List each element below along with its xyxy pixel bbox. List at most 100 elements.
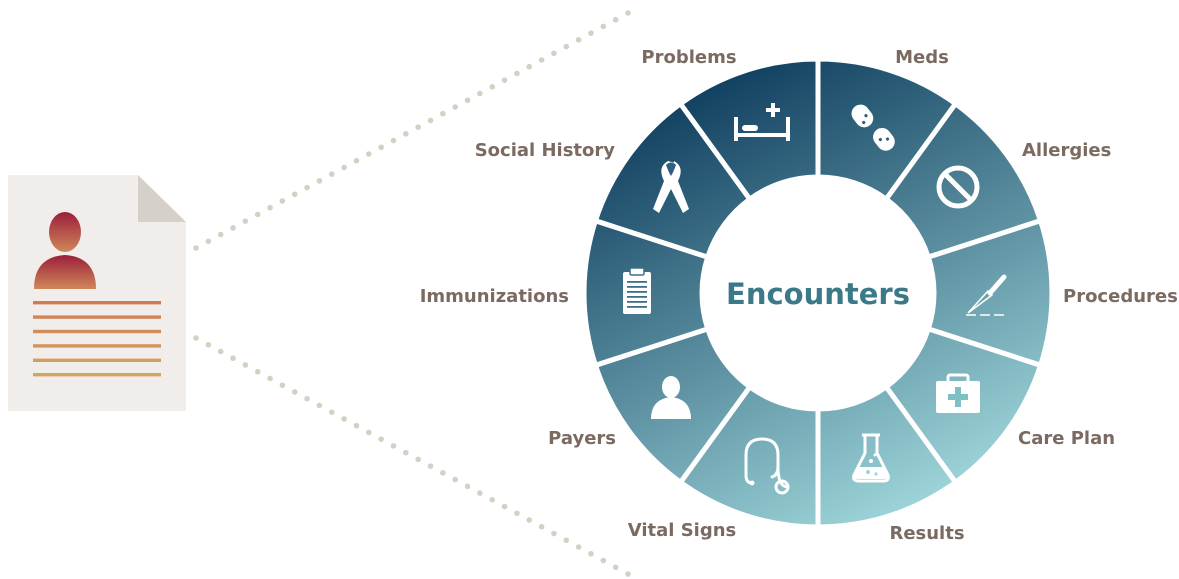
connector-dot [316, 178, 323, 184]
connector-dot [551, 530, 557, 537]
connector-dot [242, 362, 249, 368]
connector-dot [217, 231, 224, 238]
connector-dot [588, 550, 594, 557]
segment-label-immunizations: Immunizations [420, 286, 569, 307]
connector-dot [267, 375, 273, 382]
connector-dot [193, 245, 199, 251]
document-line [33, 344, 161, 348]
connector-dot [353, 422, 360, 429]
segment-label-problems: Problems [641, 47, 736, 68]
pills-icon [851, 104, 895, 151]
connector-dot [625, 571, 631, 577]
document-line [33, 301, 161, 305]
connector-dot [600, 557, 607, 564]
connector-dot [279, 198, 286, 204]
connector-dot [304, 184, 310, 191]
document-text-lines [33, 301, 161, 377]
document-line [33, 358, 161, 362]
connector-dot [464, 97, 471, 104]
connector-dot [575, 544, 582, 550]
hospital-bed-icon [734, 103, 790, 141]
connector-dot [328, 409, 335, 415]
connector-dot [291, 191, 298, 198]
connector-dot [538, 57, 545, 63]
connector-dot [403, 131, 409, 137]
person-icon [651, 376, 691, 419]
connector-dot [217, 348, 224, 355]
connector-dot [230, 355, 236, 362]
connector-dot [341, 164, 347, 171]
no-sign-icon [936, 165, 980, 209]
connector-dot [464, 483, 471, 490]
connector-dot [341, 416, 347, 422]
segment-label-procedures: Procedures [1063, 286, 1178, 307]
connector-dot [538, 524, 545, 530]
scalpel-icon [966, 274, 1007, 316]
segment-label-allergies: Allergies [1022, 140, 1111, 161]
connector-dot [390, 137, 397, 144]
connector-dot [366, 151, 372, 157]
connector-dot [427, 117, 434, 124]
connector-dot [489, 84, 496, 90]
connector-dot [452, 104, 459, 110]
connector-dot [501, 503, 508, 510]
connector-dot [378, 436, 384, 442]
connector-dot [205, 238, 212, 245]
document-line [33, 329, 161, 334]
connector-dot [452, 476, 459, 483]
connector-dot [316, 402, 323, 409]
connector-dot [501, 77, 508, 83]
connector-dot [477, 490, 483, 496]
ribbon-icon [653, 161, 689, 213]
connector-dot [440, 470, 446, 476]
segment-label-vital-signs: Vital Signs [628, 520, 737, 541]
connector-dot [526, 517, 533, 523]
connector-dot [514, 70, 520, 77]
clipboard-icon [623, 267, 651, 314]
connector-dot [489, 497, 496, 503]
connector-dot [415, 124, 421, 130]
connector-dot [563, 43, 570, 50]
segment-labels: Meds Allergies Procedures Care Plan Resu… [420, 47, 1178, 544]
connector-dot [366, 429, 372, 436]
connector-dot [551, 50, 557, 57]
connector-dot [575, 37, 582, 43]
segment-label-care-plan: Care Plan [1018, 428, 1115, 449]
connector-dot [304, 395, 310, 402]
connector-dot [526, 63, 533, 70]
connector-dot [254, 211, 261, 218]
connector-dot [403, 449, 409, 456]
connector-dot [291, 389, 298, 395]
segment-label-payers: Payers [548, 428, 616, 449]
connector-dot [230, 225, 236, 231]
segment-label-social-history: Social History [475, 140, 616, 161]
connector-dot [390, 443, 397, 449]
connector-dot [378, 144, 384, 151]
segment-label-results: Results [889, 523, 964, 544]
connector-dot [563, 537, 570, 544]
connector-dot [254, 368, 261, 375]
connector-dot [588, 30, 594, 36]
connector-dot [600, 23, 607, 30]
connector-dot [193, 335, 199, 341]
segment-label-meds: Meds [895, 47, 949, 68]
stethoscope-icon [744, 437, 790, 495]
connector-dot [242, 218, 249, 224]
connector-dot [514, 510, 520, 517]
connector-dot [612, 564, 619, 571]
connector-dot [205, 341, 212, 348]
connector-dot [267, 204, 273, 211]
connector-dot [612, 16, 619, 23]
connector-dot [440, 110, 446, 117]
document-line [33, 315, 161, 319]
ring-center [702, 177, 934, 409]
center-label: Encounters [726, 277, 910, 311]
connector-dot [279, 382, 286, 389]
patient-avatar-icon [34, 212, 96, 289]
connector-dot [477, 90, 483, 97]
document-line [33, 373, 161, 377]
first-aid-kit-icon [936, 373, 980, 413]
connector-dot [427, 463, 434, 469]
flask-icon [852, 433, 890, 483]
